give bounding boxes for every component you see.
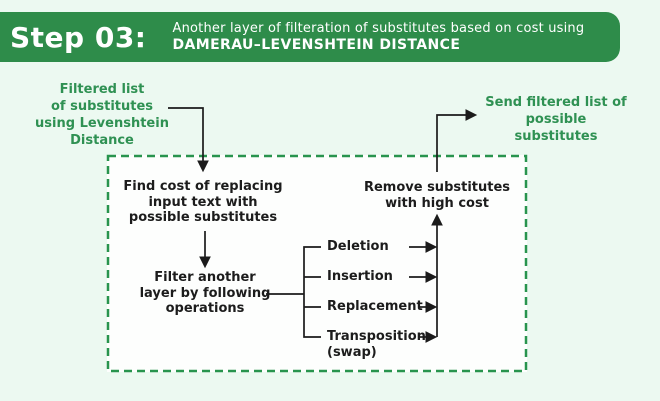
operation-item-deletion: Deletion [327,239,389,254]
operation-item-replacement: Replacement [327,299,423,314]
filtered-list-note-line: Filtered list [59,82,145,97]
operation-transposition-line2: (swap) [327,345,377,360]
filtered-list-note-line: Distance [70,133,134,148]
step-number-label: Step 03: [10,20,147,54]
filter-layer-line: Filter another [154,270,256,285]
remove-substitutes-node: Remove substitutes with high cost [359,180,515,211]
send-filtered-list-note-line: Send filtered list of [485,95,627,110]
filter-layer-line: operations [165,301,245,316]
find-cost-node: Find cost of replacing input text with p… [111,179,295,226]
operation-item-insertion: Insertion [327,269,393,284]
operation-item-transposition: Transposition (swap) [327,329,426,361]
banner-description: Another layer of filteration of substitu… [173,21,585,54]
send-filtered-list-note: Send filtered list of possible substitut… [483,94,629,145]
find-cost-line: possible substitutes [128,210,278,225]
banner-description-line1: Another layer of filteration of substitu… [172,20,585,36]
send-filtered-list-note-line: possible substitutes [514,112,598,144]
filtered-list-note: Filtered list of substitutes using Leven… [18,81,186,149]
filter-layer-node: Filter another layer by following operat… [123,270,287,317]
find-cost-line: Find cost of replacing [123,179,283,194]
filtered-list-note-line: using Levenshtein [35,116,169,131]
banner-description-line2: DAMERAU–LEVENSHTEIN DISTANCE [172,36,461,53]
find-cost-line: input text with [148,194,258,210]
remove-substitutes-line: Remove substitutes [363,180,511,195]
remove-substitutes-line: with high cost [385,195,489,211]
filtered-list-note-line: of substitutes [50,99,154,114]
step-banner: Step 03: Another layer of filteration of… [0,12,620,62]
operation-transposition-line1: Transposition [327,329,426,344]
filter-layer-line: layer by following [139,285,271,301]
